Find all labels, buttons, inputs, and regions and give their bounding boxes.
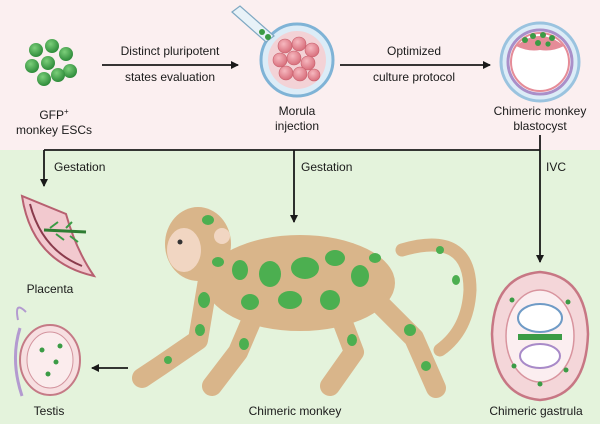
morula-label: Morula injection — [257, 104, 337, 134]
morula-injection-icon — [231, 5, 335, 98]
gestation-left-label: Gestation — [54, 160, 106, 174]
branch-connectors — [40, 135, 544, 372]
blastocyst-icon — [499, 21, 581, 103]
esc-label-line1: GFP — [39, 108, 64, 122]
esc-label-line2: monkey ESCs — [15, 123, 93, 137]
step1-label-bottom: states evaluation — [124, 70, 216, 84]
placenta-label: Placenta — [26, 282, 74, 296]
esc-label-superscript: + — [64, 107, 69, 116]
testis-icon — [13, 306, 81, 397]
step2-label-bottom: culture protocol — [372, 70, 456, 84]
placenta-icon — [20, 194, 97, 278]
esc-label: GFP+ monkey ESCs — [6, 104, 102, 138]
step1-label-top: Distinct pluripotent — [120, 44, 220, 58]
ivc-label: IVC — [546, 160, 567, 174]
blastocyst-label: Chimeric monkey blastocyst — [488, 104, 592, 134]
morula-label-line2: injection — [274, 119, 320, 133]
morula-label-line1: Morula — [278, 104, 316, 118]
esc-cluster-icon — [25, 39, 77, 86]
testis-label: Testis — [33, 404, 65, 418]
blastocyst-label-line1: Chimeric monkey — [493, 104, 587, 118]
gastrula-label: Chimeric gastrula — [489, 404, 583, 418]
step2-label-top: Optimized — [386, 44, 442, 58]
chimeric-gastrula-icon — [490, 270, 590, 402]
monkey-label: Chimeric monkey — [248, 404, 342, 418]
gestation-mid-label: Gestation — [301, 160, 353, 174]
blastocyst-label-line2: blastocyst — [513, 119, 567, 133]
chimeric-monkey-icon — [132, 207, 477, 398]
